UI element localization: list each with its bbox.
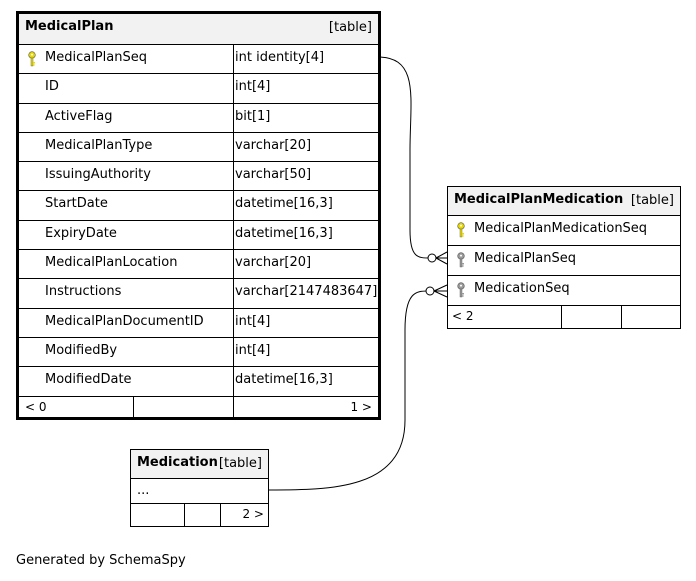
crows-foot-optional-circle [425, 286, 435, 296]
footer-divider [233, 396, 234, 419]
column-type: datetime[16,3] [235, 196, 333, 212]
column-row[interactable]: MedicalPlanSeq int identity[4] [19, 45, 378, 75]
column-row[interactable]: StartDate datetime[16,3] [19, 191, 378, 221]
column-type: int identity[4] [235, 50, 325, 65]
column-name: MedicalPlanMedicationSeq [474, 221, 648, 236]
column-name: MedicalPlanLocation [45, 255, 178, 271]
primary-key-icon [457, 222, 465, 238]
column-type: varchar[20] [235, 255, 312, 271]
cell-divider [233, 308, 234, 337]
column-row[interactable]: MedicalPlanDocumentID int[4] [19, 308, 378, 338]
column-row[interactable]: ModifiedBy int[4] [19, 337, 378, 368]
column-type: int[4] [235, 79, 271, 95]
table-name[interactable]: MedicalPlanMedication [454, 192, 624, 207]
crows-foot-many [433, 284, 448, 298]
column-name: MedicationSeq [474, 281, 570, 296]
column-name: ActiveFlag [45, 108, 113, 124]
table-medicalplan[interactable]: MedicalPlan [table] MedicalPlanSeq int id… [16, 11, 381, 420]
primary-key-icon [28, 51, 36, 67]
column-name: StartDate [45, 196, 108, 212]
relationship-line-medicalplan [377, 56, 431, 259]
column-name: ID [45, 79, 59, 95]
column-name: ModifiedDate [45, 372, 132, 388]
column-row[interactable]: MedicalPlanType varchar[20] [19, 132, 378, 163]
column-name: MedicalPlanType [45, 137, 153, 153]
footer-divider [561, 306, 562, 328]
table-kind: [table] [218, 456, 262, 471]
foreign-key-icon [457, 282, 465, 298]
column-list: MedicalPlanSeq int identity[4] ID int[4] Act… [19, 45, 378, 397]
column-row[interactable]: MedicationSeq [448, 276, 680, 306]
table-footer: < 2 [448, 306, 680, 328]
cell-divider [233, 367, 234, 396]
column-name: IssuingAuthority [45, 167, 151, 183]
table-name[interactable]: MedicalPlan [25, 19, 114, 34]
column-placeholder: ... [131, 479, 268, 504]
cell-divider [233, 103, 234, 132]
column-name: MedicalPlanDocumentID [45, 313, 204, 329]
column-row[interactable]: ActiveFlag bit[1] [19, 103, 378, 133]
relationship-line-medication [267, 290, 429, 491]
table-footer: < 0 1 > [19, 396, 378, 419]
column-name: MedicalPlanSeq [45, 50, 147, 65]
column-type: int[4] [235, 342, 271, 358]
column-row[interactable]: ModifiedDate datetime[16,3] [19, 367, 378, 397]
parents-count[interactable]: < 2 [452, 309, 474, 323]
cell-divider [233, 250, 234, 279]
table-medicalplanmedication[interactable]: MedicalPlanMedication [table] MedicalPla… [447, 186, 681, 329]
column-row[interactable]: IssuingAuthority varchar[50] [19, 162, 378, 192]
table-medication[interactable]: Medication [table] ... 2 > [130, 449, 269, 527]
column-row[interactable]: Instructions varchar[2147483647] [19, 279, 378, 309]
children-count[interactable]: 2 > [242, 507, 264, 521]
table-header: Medication [table] [131, 450, 268, 479]
foreign-key-icon [457, 252, 465, 268]
column-name: MedicalPlanSeq [474, 251, 576, 266]
table-kind: [table] [630, 193, 674, 208]
column-type: varchar[50] [235, 167, 312, 183]
table-footer: 2 > [131, 504, 268, 526]
parents-count[interactable]: < 0 [25, 399, 47, 414]
cell-divider [233, 220, 234, 250]
column-name: ModifiedBy [45, 342, 118, 358]
cell-divider [233, 162, 234, 191]
footer-divider [621, 306, 622, 328]
generator-credit: Generated by SchemaSpy [16, 553, 186, 568]
column-name: ExpiryDate [45, 225, 117, 241]
column-type: datetime[16,3] [235, 372, 333, 388]
column-row[interactable]: MedicalPlanSeq [448, 246, 680, 276]
table-header: MedicalPlanMedication [table] [448, 187, 680, 216]
column-type: int[4] [235, 313, 271, 329]
placeholder-text: ... [137, 483, 150, 498]
footer-divider [184, 504, 185, 526]
cell-divider [233, 191, 234, 220]
cell-divider [233, 74, 234, 103]
column-row[interactable]: MedicalPlanLocation varchar[20] [19, 250, 378, 280]
column-type: datetime[16,3] [235, 225, 333, 241]
cell-divider [233, 337, 234, 367]
column-type: varchar[2147483647] [235, 284, 378, 300]
footer-divider [220, 504, 221, 526]
column-row[interactable]: MedicalPlanMedicationSeq [448, 216, 680, 246]
footer-divider [133, 396, 134, 419]
column-type: varchar[20] [235, 137, 312, 153]
table-kind: [table] [328, 20, 372, 35]
children-count[interactable]: 1 > [350, 399, 372, 414]
column-row[interactable]: ID int[4] [19, 74, 378, 104]
cell-divider [233, 45, 234, 74]
table-header: MedicalPlan [table] [19, 14, 378, 45]
cell-divider [233, 279, 234, 308]
column-type: bit[1] [235, 108, 271, 124]
crows-foot-many [435, 251, 448, 265]
cell-divider [233, 132, 234, 162]
crows-foot-optional-circle [427, 253, 437, 263]
column-name: Instructions [45, 284, 122, 300]
table-name[interactable]: Medication [137, 455, 218, 470]
column-row[interactable]: ExpiryDate datetime[16,3] [19, 220, 378, 251]
